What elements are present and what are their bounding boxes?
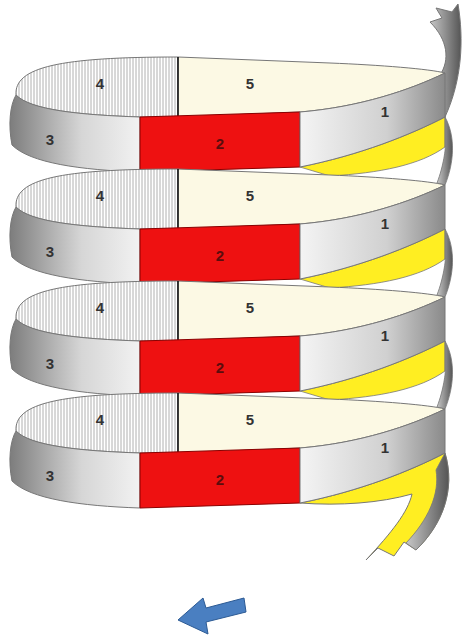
callout-number: 5 — [246, 300, 254, 315]
callout-number: 2 — [216, 360, 224, 375]
callout-number: 3 — [46, 244, 54, 259]
callout-number: 2 — [216, 472, 224, 487]
callout-number: 1 — [381, 216, 389, 231]
callout-number: 2 — [216, 248, 224, 263]
callout-number: 3 — [46, 132, 54, 147]
callout-number: 4 — [96, 300, 104, 315]
callout-number: 4 — [96, 188, 104, 203]
callout-number: 5 — [246, 188, 254, 203]
callout-number: 5 — [246, 76, 254, 91]
callout-number: 5 — [246, 412, 254, 427]
callout-number: 2 — [216, 136, 224, 151]
callout-number: 1 — [381, 104, 389, 119]
callout-number: 3 — [46, 356, 54, 371]
callout-number: 4 — [96, 412, 104, 427]
callout-number: 3 — [46, 468, 54, 483]
callout-number: 1 — [381, 328, 389, 343]
callout-number: 1 — [381, 440, 389, 455]
callout-number: 4 — [96, 76, 104, 91]
